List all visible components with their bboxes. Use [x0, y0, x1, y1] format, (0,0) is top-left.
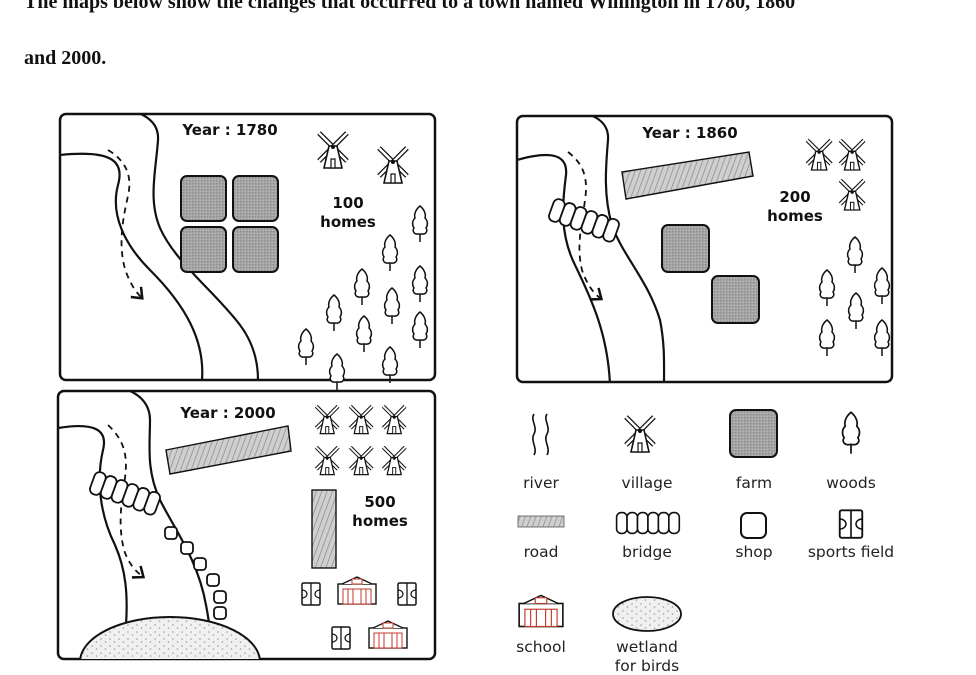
farm-icon — [729, 409, 778, 458]
road-2000 — [165, 425, 292, 475]
homes-count-1860: 200 — [779, 188, 810, 206]
year-label-1780: Year : 1780 — [181, 121, 277, 139]
legend-label-road: road — [524, 543, 559, 561]
farm-group-1860 — [661, 224, 760, 324]
homes-label-2000: homes — [352, 512, 408, 530]
homes-label-1860: homes — [767, 207, 823, 225]
road-icon — [517, 515, 565, 528]
map-2000: Year : 2000 500 homes — [56, 389, 437, 661]
river-1780 — [60, 114, 260, 380]
legend-label-farm: farm — [736, 474, 772, 492]
legend-label-shop: shop — [735, 543, 772, 561]
legend-farm: farm — [729, 409, 778, 492]
legend-label-school: school — [516, 638, 566, 656]
legend-sports-field: sports field — [808, 509, 894, 561]
legend-label-bridge: bridge — [622, 543, 672, 561]
sports-field-icon — [838, 509, 864, 539]
legend: river village farm woods road bridge sho… — [516, 409, 894, 675]
prompt-line-2: and 2000. — [24, 47, 107, 69]
homes-count-2000: 500 — [364, 493, 395, 511]
road-1860 — [621, 151, 754, 200]
legend-woods: woods — [826, 411, 876, 492]
legend-bridge: bridge — [615, 511, 681, 561]
homes-label-1780: homes — [320, 213, 376, 231]
legend-wetland: wetland for birds — [612, 596, 682, 675]
year-label-1860: Year : 1860 — [641, 124, 737, 142]
legend-school: school — [516, 594, 566, 656]
legend-village: village — [622, 417, 673, 492]
farm-square — [180, 175, 227, 222]
homes-count-1780: 100 — [332, 194, 363, 212]
farm-square — [661, 224, 710, 273]
windmill-icon — [626, 417, 654, 452]
farm-square — [232, 226, 279, 273]
road-north-south-2000 — [311, 489, 337, 569]
legend-label-village: village — [622, 474, 673, 492]
map-1780: Year : 1780 100 homes — [58, 112, 437, 391]
bridge-icon — [615, 511, 681, 535]
legend-road: road — [517, 515, 565, 561]
legend-river: river — [523, 413, 560, 492]
map-1860: Year : 1860 200 homes — [515, 114, 894, 384]
farm-square — [232, 175, 279, 222]
wetland-2000 — [79, 616, 261, 659]
shop-icon — [740, 512, 767, 539]
legend-label-wetland-line1: wetland — [616, 638, 678, 656]
legend-label-woods: woods — [826, 474, 876, 492]
wetland-icon — [612, 596, 682, 632]
farm-square — [711, 275, 760, 324]
legend-shop: shop — [735, 512, 773, 561]
legend-label-river: river — [523, 474, 559, 492]
legend-label-sports-field: sports field — [808, 543, 894, 561]
school-icon — [518, 594, 564, 628]
legend-label-wetland-line2: for birds — [615, 657, 679, 675]
farm-group-1780 — [180, 175, 279, 273]
tree-icon — [841, 411, 861, 455]
farm-square — [180, 226, 227, 273]
year-label-2000: Year : 2000 — [179, 404, 275, 422]
prompt-line-1: The maps below show the changes that occ… — [24, 0, 796, 13]
river-icon — [532, 413, 549, 456]
